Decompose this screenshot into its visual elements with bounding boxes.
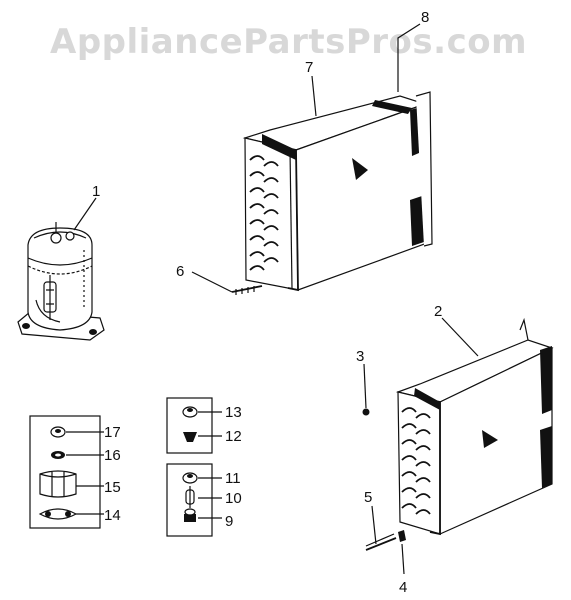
leader-7 (311, 75, 317, 117)
leader-3 (363, 363, 367, 409)
callout-7: 7 (305, 59, 313, 76)
callout-1: 1 (92, 183, 100, 200)
condenser-coil (242, 91, 433, 292)
callout-13: 13 (225, 404, 242, 421)
callout-9: 9 (225, 513, 233, 530)
condenser-hairpins (249, 155, 279, 271)
callout-10: 10 (225, 490, 242, 507)
callout-4: 4 (399, 579, 407, 596)
leader-4 (401, 543, 405, 575)
rod-5 (365, 533, 397, 551)
box-17-16-15-14 (29, 415, 104, 529)
box-13-12 (166, 397, 222, 454)
screw-6 (231, 285, 263, 295)
callout-11: 11 (225, 470, 241, 487)
leader-6 (191, 271, 233, 293)
box-11-10-9 (166, 463, 222, 537)
callout-5: 5 (364, 489, 372, 506)
callout-16: 16 (104, 447, 121, 464)
callout-6: 6 (176, 263, 184, 280)
callout-15: 15 (104, 479, 121, 496)
leader-5 (371, 505, 377, 545)
callout-17: 17 (104, 424, 121, 441)
screw-3 (362, 408, 370, 416)
evaporator-coil (395, 317, 554, 536)
callout-3: 3 (356, 348, 364, 365)
leader-1 (73, 197, 97, 231)
clip-4 (398, 530, 406, 542)
callout-2: 2 (434, 303, 442, 320)
evaporator-hairpins (401, 407, 431, 515)
leader-8 (397, 23, 421, 92)
callout-8: 8 (421, 9, 429, 26)
compressor (17, 222, 105, 341)
callout-14: 14 (104, 507, 121, 524)
leader-2 (441, 317, 479, 357)
callout-12: 12 (225, 428, 242, 445)
